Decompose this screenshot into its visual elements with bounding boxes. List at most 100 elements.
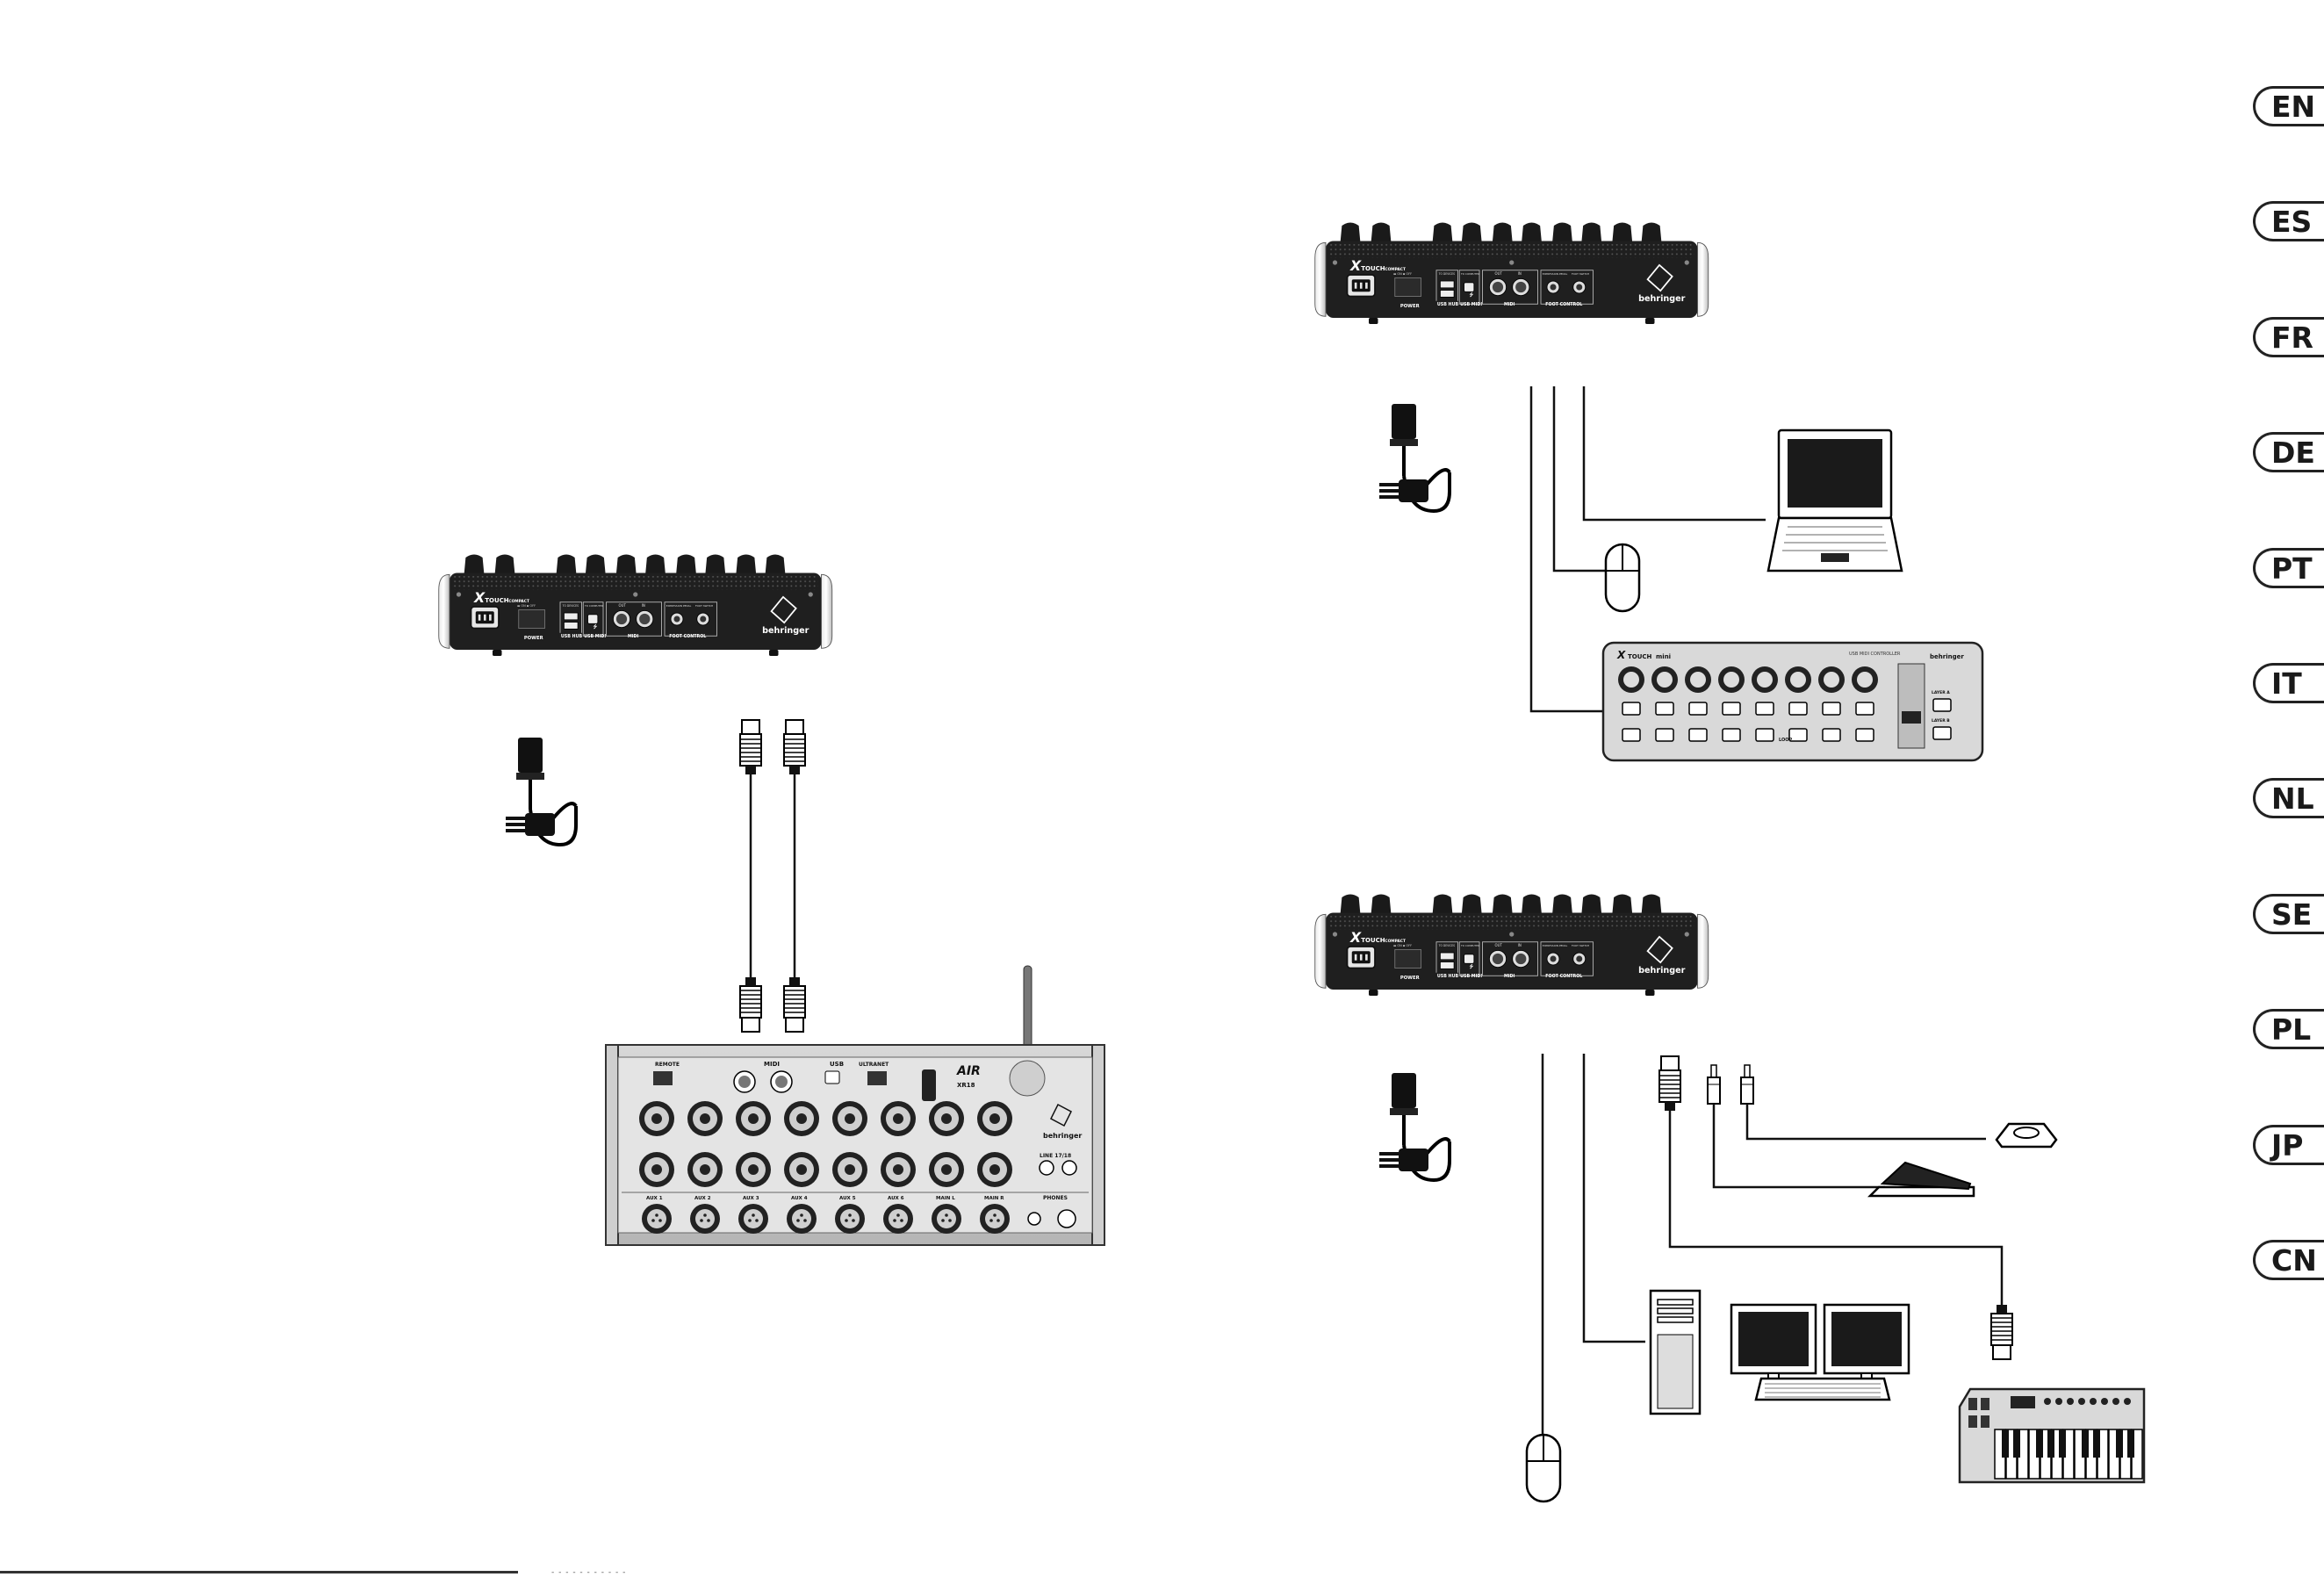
fader-cap bbox=[1902, 711, 1921, 724]
midi-in-label: IN bbox=[642, 603, 645, 608]
language-tab-pl[interactable]: PL bbox=[2253, 1009, 2324, 1049]
expression-pedal-label: EXPRESSION PEDAL bbox=[1543, 272, 1568, 276]
screw bbox=[1509, 932, 1514, 936]
screw bbox=[809, 592, 813, 596]
language-tab-nl[interactable]: NL bbox=[2253, 778, 2324, 818]
usb-to-devices-label: TO DEVICES bbox=[1438, 272, 1456, 276]
pad-button bbox=[1656, 702, 1673, 715]
power-switch bbox=[1395, 950, 1421, 969]
aux-out-label: AUX 3 bbox=[743, 1196, 759, 1201]
aux-out-label: AUX 6 bbox=[888, 1196, 904, 1201]
xtouch-mini-logo-x: X bbox=[1616, 649, 1626, 661]
foot bbox=[493, 650, 502, 656]
midi-plug-out-bottom bbox=[740, 977, 761, 1032]
power-label: POWER bbox=[1400, 976, 1420, 981]
wheel bbox=[1981, 1415, 1989, 1428]
xtouch-logo: TOUCH bbox=[485, 597, 509, 604]
usb-a-port bbox=[1440, 291, 1454, 298]
pad-button bbox=[1656, 729, 1673, 741]
midi-out-label: OUT bbox=[1495, 943, 1503, 947]
xtouch-logo-small: COMPACT bbox=[1385, 267, 1406, 272]
power-inlet-pin bbox=[1360, 954, 1363, 961]
usb-b-port bbox=[588, 615, 598, 624]
language-tab-it[interactable]: IT bbox=[2253, 663, 2324, 703]
usb-a-port bbox=[1440, 953, 1454, 960]
foot bbox=[1369, 318, 1378, 324]
side-cap-left bbox=[1315, 242, 1326, 316]
xtouch-logo: TOUCH bbox=[1361, 265, 1385, 272]
monitor-screen bbox=[1831, 1312, 1902, 1366]
language-tab-de[interactable]: DE bbox=[2253, 432, 2324, 472]
drive-bay bbox=[1658, 1308, 1693, 1314]
xair-midi-label: MIDI bbox=[764, 1061, 780, 1068]
line-1718-label: LINE 17/18 bbox=[1040, 1153, 1071, 1159]
midi-plug-in-bottom bbox=[784, 977, 805, 1032]
foot bbox=[1369, 990, 1378, 996]
midi-in-label: IN bbox=[1518, 271, 1522, 276]
wall-plug-prong bbox=[506, 823, 525, 826]
keyboard bbox=[1756, 1379, 1889, 1400]
pad-button bbox=[1756, 729, 1774, 741]
foot-switch-label: FOOT SWITCH bbox=[1572, 272, 1589, 276]
drive-bay bbox=[1658, 1300, 1693, 1305]
phones-jack bbox=[1028, 1213, 1040, 1225]
rack-ear-right bbox=[1092, 1045, 1104, 1245]
power-inlet-pin bbox=[1355, 283, 1357, 289]
power-inlet-pin bbox=[1365, 283, 1368, 289]
vent-grille bbox=[1329, 916, 1695, 930]
xtouch-compact-top-right: XTOUCHCOMPACT▬ ON ▪ OFFPOWERTO DEVICESUS… bbox=[1315, 223, 1709, 325]
screw bbox=[1685, 932, 1689, 936]
wall-plug-prong bbox=[1379, 483, 1399, 486]
black-key bbox=[2093, 1429, 2100, 1458]
pad-button bbox=[1622, 729, 1640, 741]
language-tab-es[interactable]: ES bbox=[2253, 201, 2324, 241]
midi-label: MIDI bbox=[1504, 302, 1515, 307]
pad-button bbox=[1723, 702, 1740, 715]
keyboard-knob bbox=[2112, 1398, 2119, 1405]
foot bbox=[1645, 990, 1655, 996]
language-tab-jp[interactable]: JP bbox=[2253, 1125, 2324, 1165]
wall-plug bbox=[1399, 1149, 1428, 1171]
aux-out-label: AUX 2 bbox=[694, 1196, 711, 1201]
antenna-base bbox=[1010, 1061, 1045, 1096]
midi-label: MIDI bbox=[628, 634, 639, 639]
laptop-computer bbox=[1768, 430, 1902, 571]
vent-grille bbox=[453, 576, 819, 590]
xair-brand: behringer bbox=[1043, 1132, 1082, 1140]
usb-to-computer-label: TO COMPUTER bbox=[584, 604, 603, 608]
wall-plug-prong bbox=[1379, 1158, 1399, 1162]
fader-track bbox=[1898, 664, 1925, 748]
aux-out-label: AUX 5 bbox=[839, 1196, 856, 1201]
xtouch-logo-x: X bbox=[1349, 257, 1362, 274]
language-tab-se[interactable]: SE bbox=[2253, 894, 2324, 934]
usb-to-computer-label: TO COMPUTER bbox=[1460, 944, 1479, 947]
layer-a-label: LAYER A bbox=[1932, 690, 1950, 695]
monitor-screen bbox=[1738, 1312, 1809, 1366]
language-tab-pt[interactable]: PT bbox=[2253, 548, 2324, 588]
foot-switch-label: FOOT SWITCH bbox=[695, 604, 713, 608]
side-cap-right bbox=[822, 574, 832, 648]
keyboard-knob bbox=[2124, 1398, 2131, 1405]
black-key bbox=[2059, 1429, 2066, 1458]
foot bbox=[1645, 318, 1655, 324]
language-tab-en[interactable]: EN bbox=[2253, 86, 2324, 126]
laptop-trackpad bbox=[1821, 553, 1849, 562]
language-tab-fr[interactable]: FR bbox=[2253, 317, 2324, 357]
expression-pedal-label: EXPRESSION PEDAL bbox=[1543, 944, 1568, 947]
keyboard-knob bbox=[2055, 1398, 2062, 1405]
black-key bbox=[2127, 1429, 2134, 1458]
usb-midi-label: USB MIDI bbox=[1460, 302, 1482, 307]
xtouch-logo: TOUCH bbox=[1361, 937, 1385, 944]
foot-control-label: FOOT CONTROL bbox=[1545, 302, 1582, 307]
power-label: POWER bbox=[1400, 304, 1420, 309]
xtouch-logo-small: COMPACT bbox=[508, 599, 529, 604]
pad-button bbox=[1622, 702, 1640, 715]
midi-label: MIDI bbox=[1504, 974, 1515, 979]
usb-cable-to-pc bbox=[1584, 1054, 1645, 1342]
language-tab-cn[interactable]: CN bbox=[2253, 1240, 2324, 1280]
screw bbox=[633, 592, 637, 596]
xtouch-compact-left: XTOUCHCOMPACT▬ ON ▪ OFFPOWERTO DEVICESUS… bbox=[439, 555, 832, 657]
black-key bbox=[2036, 1429, 2043, 1458]
usb-to-devices-label: TO DEVICES bbox=[562, 604, 579, 608]
